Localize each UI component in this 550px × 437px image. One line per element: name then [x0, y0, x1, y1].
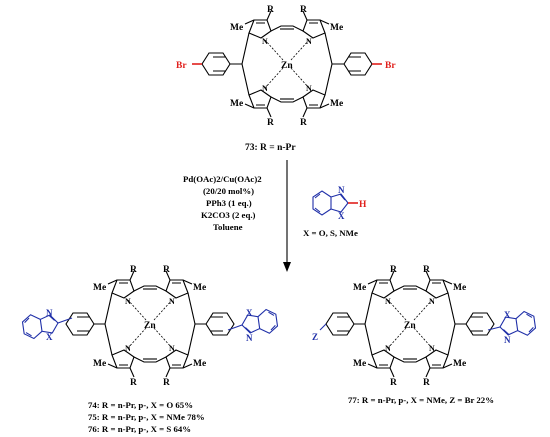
product-77-label: 77: R = n-Pr, p-, X = NMe, Z = Br 22%	[348, 395, 494, 405]
me-label-2: Me	[330, 23, 343, 33]
me-label-1: Me	[230, 23, 243, 33]
me-label-rp-2: Me	[453, 283, 466, 293]
porphyrin-77: Z N X Zn N N N N R R R R Me Me Me Me	[312, 265, 537, 388]
r-label-4: R	[300, 118, 307, 128]
reagent-h-label: H	[359, 200, 367, 210]
n-label-1: N	[262, 37, 268, 46]
left-n-label: N	[46, 308, 53, 318]
r-label-lp-1: R	[130, 265, 137, 275]
product-74-label: 74: R = n-Pr, p-, X = O 65%	[88, 400, 193, 410]
n-label-rp-2: N	[429, 297, 435, 306]
me-label-lp-1: Me	[93, 283, 106, 293]
n-label-lp-2: N	[169, 297, 175, 306]
conditions-line-3: PPh3 (1 eq.)	[206, 198, 252, 208]
r-label-lp-2: R	[163, 265, 170, 275]
reaction-arrow	[283, 160, 291, 272]
n-label-lp-1: N	[125, 297, 131, 306]
product-75-label: 75: R = n-Pr, p-, X = NMe 78%	[88, 412, 205, 422]
z-label: Z	[312, 332, 318, 342]
zinc-label-left-product: Zn	[144, 321, 156, 331]
conditions-line-5: Toluene	[213, 222, 243, 232]
me-label-lp-2: Me	[193, 283, 206, 293]
bromine-left-label: Br	[176, 61, 187, 71]
r-label-2: R	[300, 5, 307, 15]
me-label-3: Me	[230, 99, 243, 109]
n-label-lp-4: N	[169, 344, 175, 353]
left-product-labels: 74: R = n-Pr, p-, X = O 65% 75: R = n-Pr…	[88, 400, 205, 434]
aryl-ring-right	[332, 52, 382, 76]
product-76-label: 76: R = n-Pr, p-, X = S 64%	[88, 424, 191, 434]
r-label-rp-1: R	[390, 265, 397, 275]
zinc-label: Zn	[281, 61, 293, 71]
conditions-line-1: Pd(OAc)2/Cu(OAc)2	[183, 174, 262, 184]
reagent-n-label: N	[338, 185, 345, 195]
r-label-rp-3: R	[390, 378, 397, 388]
rp-n-label: N	[504, 335, 511, 345]
r-label-rp-4: R	[423, 378, 430, 388]
reaction-conditions: Pd(OAc)2/Cu(OAc)2 (20/20 mol%) PPh3 (1 e…	[183, 174, 262, 232]
me-label-lp-3: Me	[93, 359, 106, 369]
me-label-lp-4: Me	[193, 359, 206, 369]
conditions-line-2: (20/20 mol%)	[203, 186, 254, 196]
r-label-3: R	[267, 118, 274, 128]
me-label-rp-4: Me	[453, 359, 466, 369]
left-x-label: X	[46, 332, 53, 342]
n-label-rp-4: N	[429, 344, 435, 353]
n-label-3: N	[262, 84, 268, 93]
reagent-x-label: X	[338, 211, 345, 221]
zinc-label-right-product: Zn	[404, 321, 416, 331]
aryl-ring-left	[192, 52, 242, 76]
n-label-lp-3: N	[125, 344, 131, 353]
n-label-rp-1: N	[385, 297, 391, 306]
n-label-2: N	[306, 37, 312, 46]
compound-73-label: 73: R = n-Pr	[245, 143, 296, 153]
r-label-1: R	[267, 5, 274, 15]
n-label-rp-3: N	[385, 344, 391, 353]
r-label-lp-4: R	[163, 378, 170, 388]
right-x-label: X	[246, 308, 253, 318]
rp-x-label: X	[504, 310, 511, 320]
bromine-right-label: Br	[385, 61, 396, 71]
conditions-line-4: K2CO3 (2 eq.)	[201, 210, 256, 220]
right-n-label: N	[246, 333, 253, 343]
r-label-rp-2: R	[423, 265, 430, 275]
porphyrin-73: Br Br Zn N N N N R R R R Me Me Me Me	[176, 5, 396, 128]
porphyrin-74-76: N X N X Zn N N N N R R R R Me Me Me Me	[21, 265, 279, 388]
benzazole-reagent: N X H	[312, 185, 367, 221]
me-label-rp-3: Me	[353, 359, 366, 369]
n-label-4: N	[306, 84, 312, 93]
me-label-4: Me	[330, 99, 343, 109]
reagent-x-options: X = O, S, NMe	[303, 228, 358, 238]
r-label-lp-3: R	[130, 378, 137, 388]
me-label-rp-1: Me	[353, 283, 366, 293]
